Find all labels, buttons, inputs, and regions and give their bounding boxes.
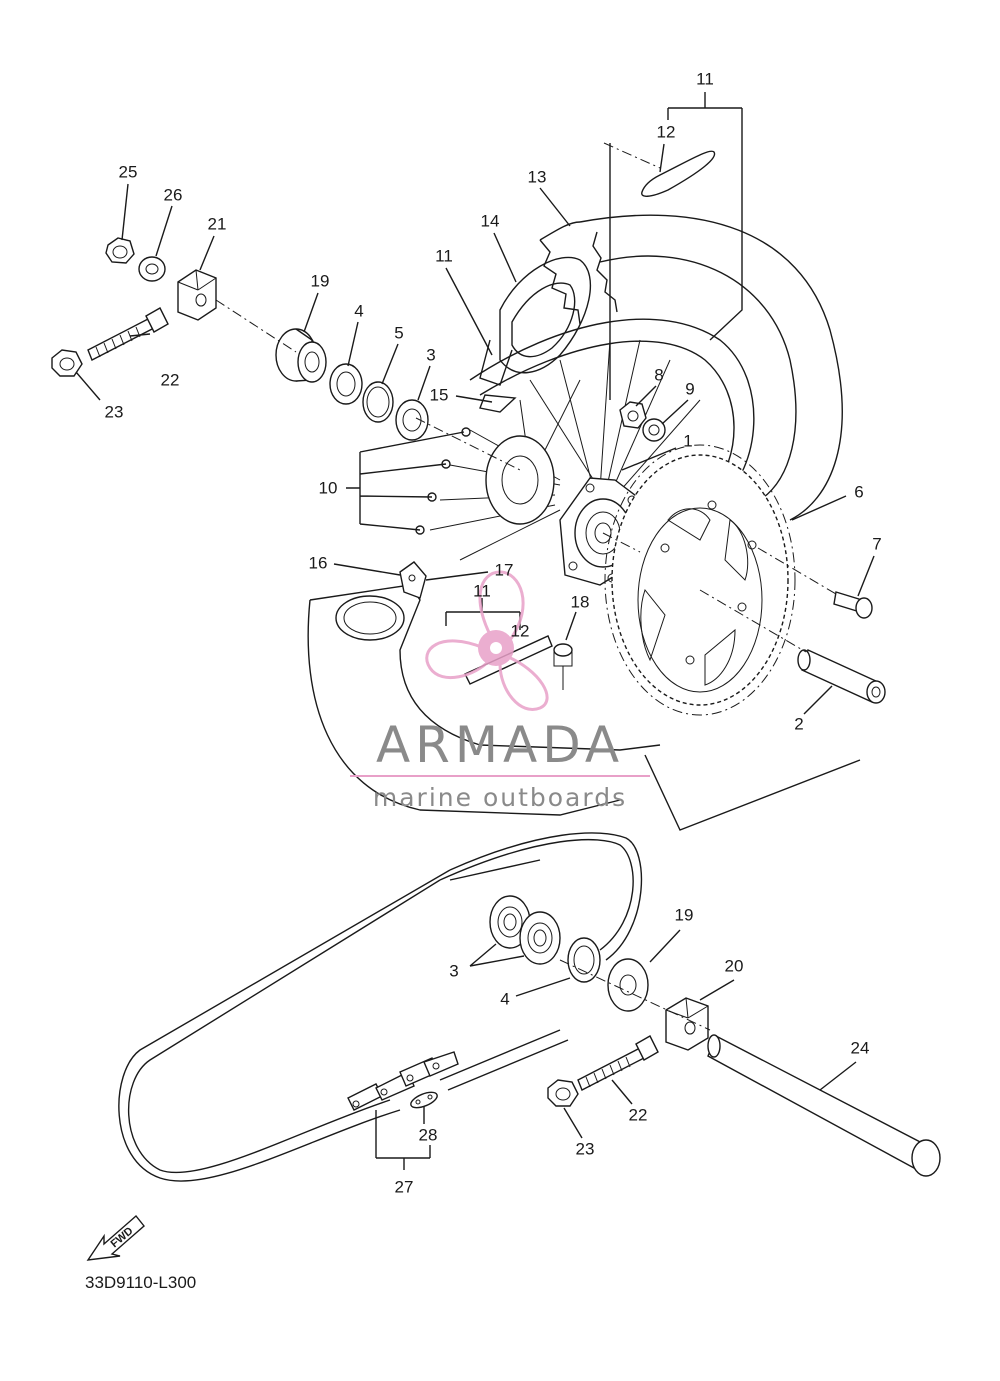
- callout-5: 5: [394, 323, 403, 342]
- callout-19-lower: 19: [675, 905, 694, 924]
- callout-labels: 11 12 13 14 11 25 26 21 19 4 5 3 15 8 9 …: [105, 69, 882, 1196]
- leader-lines: [75, 92, 875, 1170]
- washer-26: [138, 256, 166, 282]
- bolt-22-top: [87, 307, 169, 361]
- callout-4-top: 4: [354, 301, 363, 320]
- callout-12-top: 12: [657, 122, 676, 141]
- assembly-outline: [449, 143, 861, 881]
- callout-1: 1: [683, 431, 692, 450]
- watermark-brand: ARMADA: [376, 716, 624, 774]
- fwd-arrow-icon: FWD: [86, 1214, 145, 1261]
- bolt-7: [833, 591, 873, 619]
- callout-11-lower: 11: [473, 581, 491, 600]
- circlip-5: [362, 381, 394, 423]
- propeller-logo: [425, 570, 549, 711]
- collar-8: [619, 401, 647, 429]
- callout-24: 24: [851, 1038, 870, 1057]
- disc-guard-16: [307, 561, 661, 816]
- drive-chain-27: [118, 832, 643, 1182]
- watermark-tagline: marine outboards: [373, 783, 627, 812]
- chain-puller-21: [177, 269, 217, 321]
- callout-17: 17: [495, 560, 514, 579]
- callout-8: 8: [654, 365, 663, 384]
- callout-22-lower: 22: [629, 1105, 648, 1124]
- armada-watermark: ARMADA marine outboards: [350, 570, 650, 812]
- callout-14: 14: [481, 211, 500, 230]
- bearing-3-lower-b: [519, 911, 561, 965]
- callout-10: 10: [319, 478, 338, 497]
- sprocket-6: [604, 444, 796, 716]
- callout-21: 21: [208, 214, 227, 233]
- callout-13: 13: [528, 167, 547, 186]
- oil-seal-4-lower: [567, 937, 601, 983]
- callout-15: 15: [430, 385, 449, 404]
- callout-9: 9: [685, 379, 694, 398]
- callout-11-tube: 11: [435, 246, 453, 265]
- callout-3-lower: 3: [449, 961, 458, 980]
- callout-28: 28: [419, 1125, 438, 1144]
- rim: [469, 318, 755, 501]
- nut-23-lower: [547, 1079, 579, 1107]
- spoke-nipples-10: [415, 427, 471, 535]
- callout-12-lower: 12: [511, 621, 530, 640]
- axle-center-lines: [215, 142, 837, 653]
- tube-11: [479, 339, 517, 413]
- callout-25: 25: [119, 162, 138, 181]
- rim-tape-14: [499, 256, 592, 374]
- washer-9: [642, 418, 666, 442]
- callout-23-lower: 23: [576, 1139, 595, 1158]
- collar-19-top: [275, 328, 327, 383]
- callout-3-top: 3: [426, 345, 435, 364]
- callout-18: 18: [571, 592, 590, 611]
- callout-27: 27: [395, 1177, 414, 1196]
- oil-seal-4-top: [329, 363, 363, 405]
- tire-13: [539, 214, 843, 521]
- callout-16: 16: [309, 553, 328, 572]
- callout-26: 26: [164, 185, 183, 204]
- callout-20: 20: [725, 956, 744, 975]
- callout-2: 2: [794, 714, 803, 733]
- callout-23-top: 23: [105, 402, 124, 421]
- axle-24: [707, 1034, 941, 1177]
- bearing-3-top: [395, 399, 429, 441]
- nut-23-top: [51, 349, 83, 377]
- callout-11-top: 11: [696, 69, 714, 88]
- nut-25: [105, 237, 135, 264]
- chain-puller-20: [665, 997, 709, 1051]
- bolt-22-lower: [577, 1035, 659, 1091]
- diagram-code: 33D9110-L300: [85, 1273, 196, 1292]
- lower-center-line: [559, 959, 711, 1031]
- axle-collar-2: [797, 649, 886, 704]
- callout-4-lower: 4: [500, 989, 509, 1008]
- rim-band-12: [641, 150, 716, 197]
- callout-22-top: 22: [161, 370, 180, 389]
- collar-19-lower: [607, 958, 649, 1012]
- callout-6: 6: [854, 482, 863, 501]
- callout-7: 7: [872, 534, 881, 553]
- callout-19-top: 19: [311, 271, 330, 290]
- chain-joint-28: [347, 1051, 459, 1111]
